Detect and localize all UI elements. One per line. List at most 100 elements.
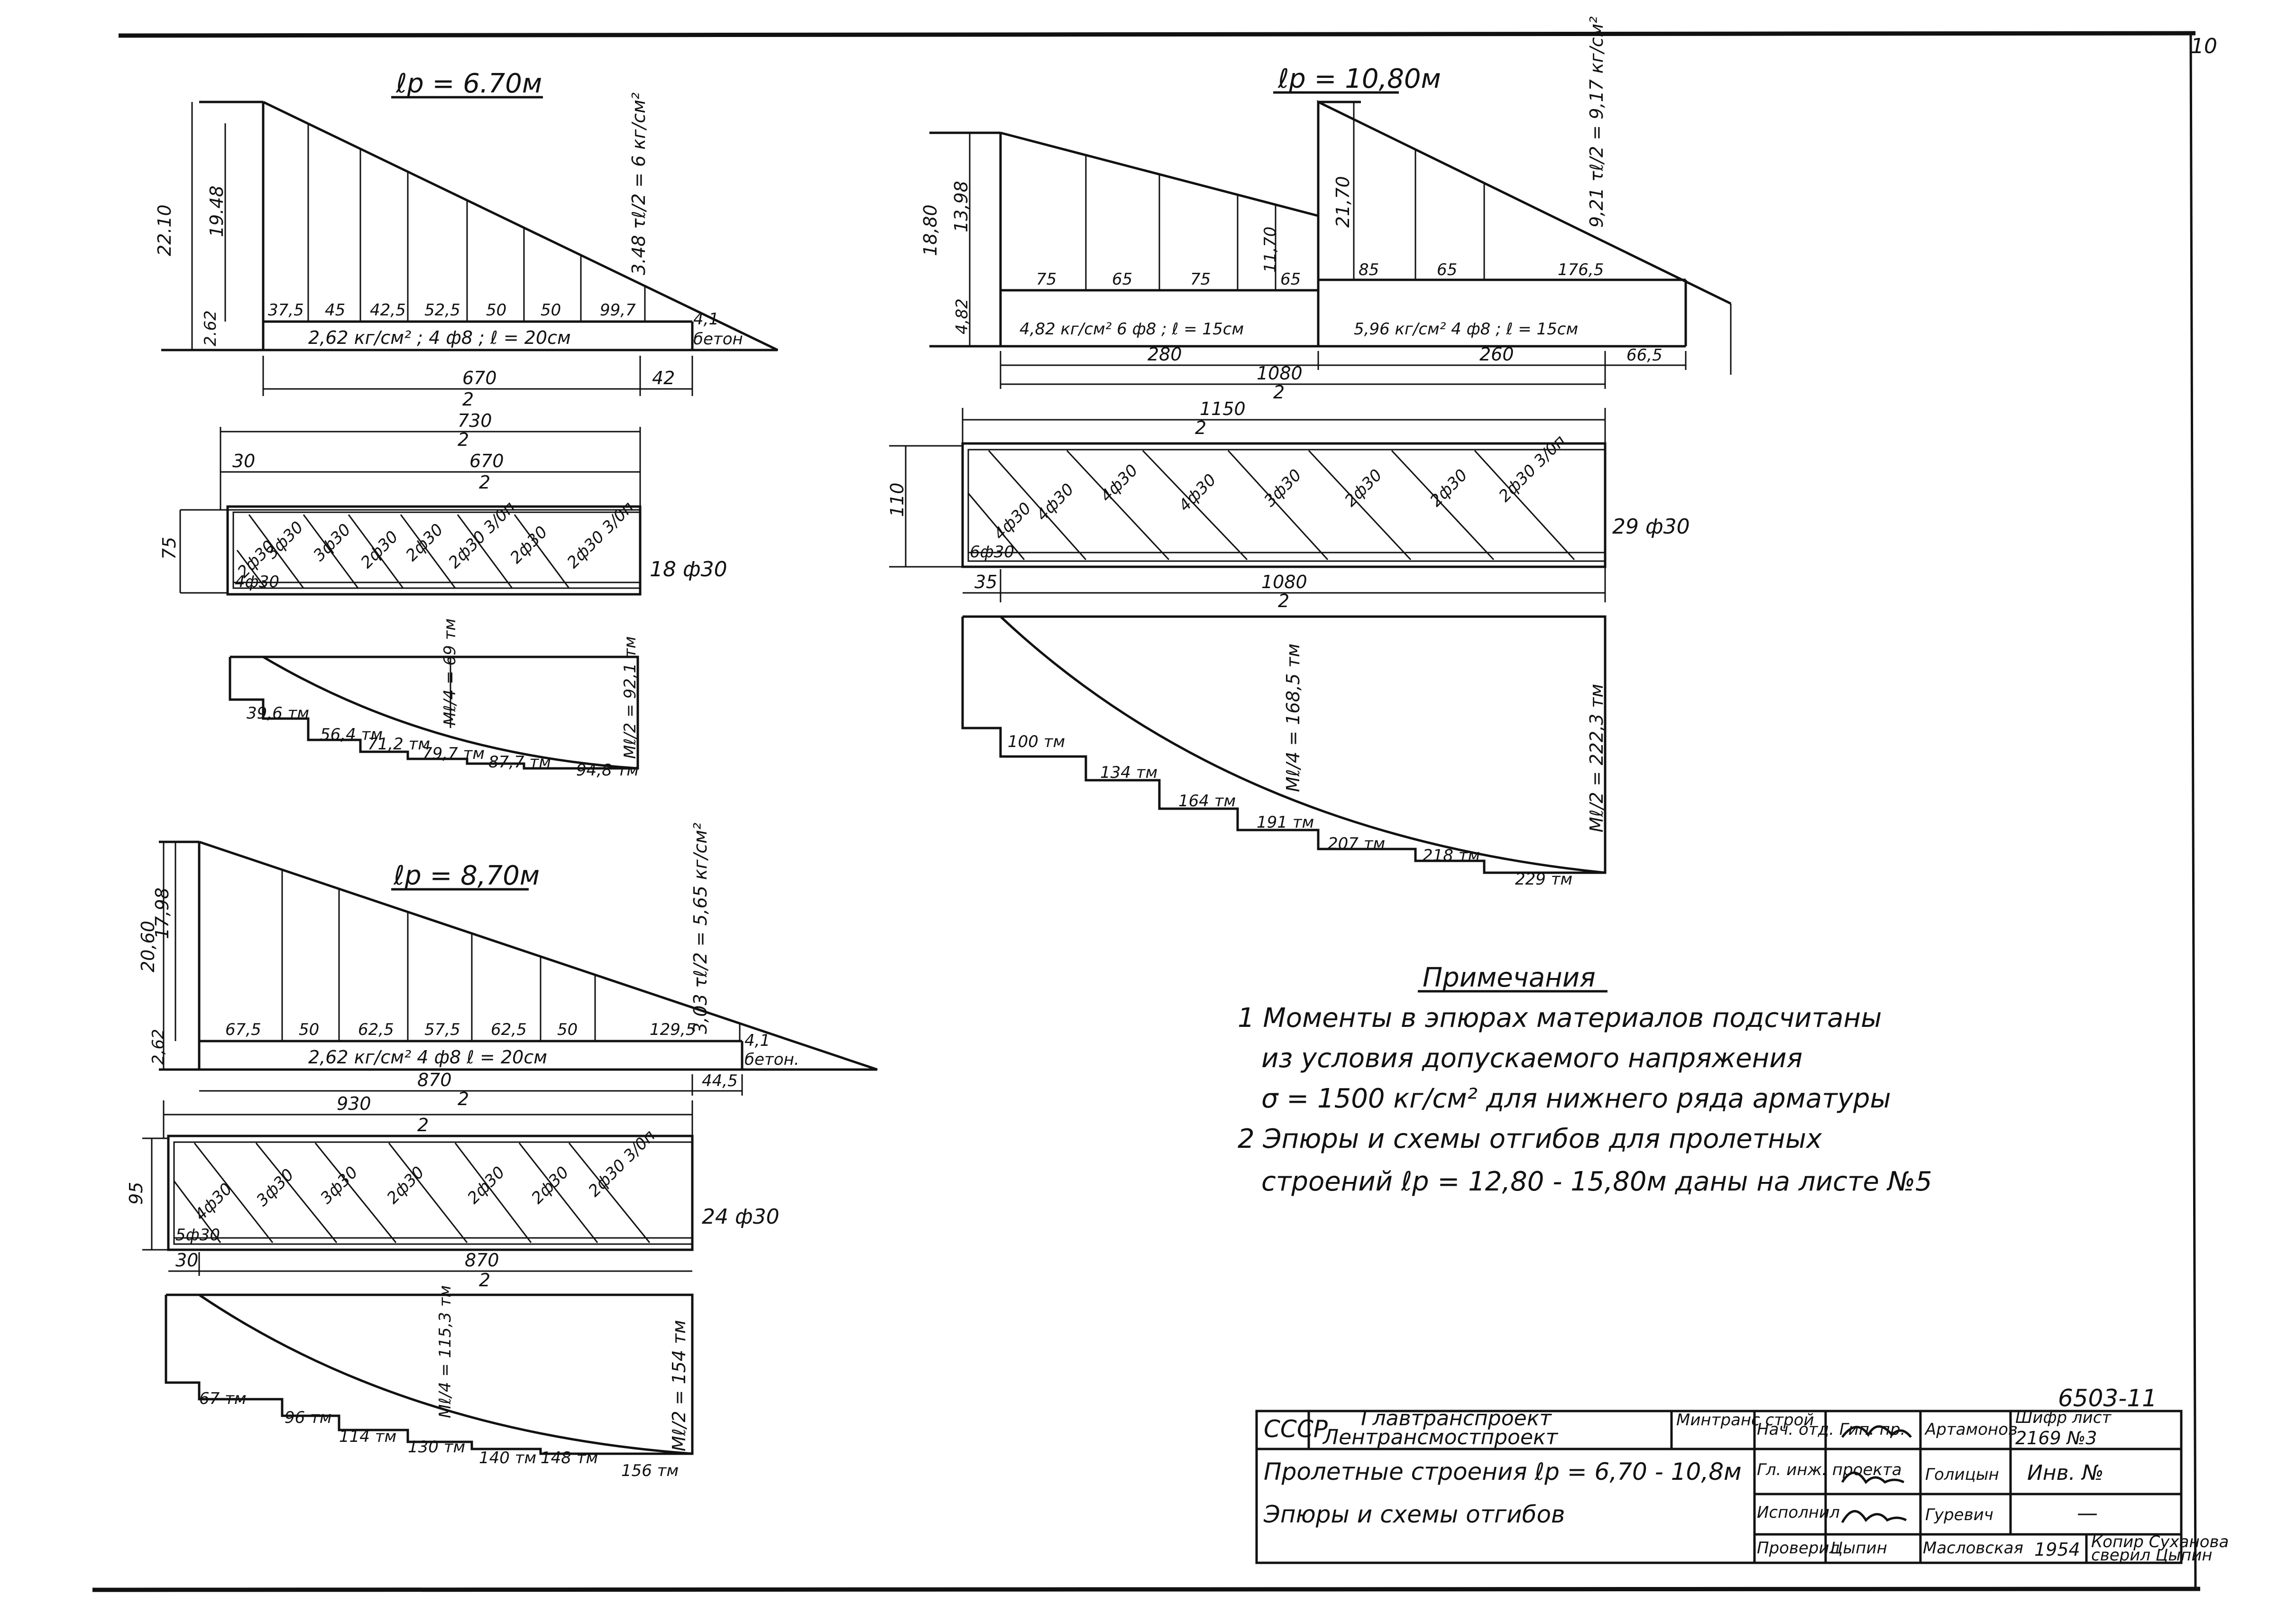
span-870-title: ℓр = 8,70м [393,860,540,891]
title-block: 6503-11 СССР Главтранспроект Лентрансмос… [1255,1384,2229,1565]
span-870-beam-left: 30 [175,1250,198,1271]
span-670-moment: 79,7 тм [422,744,485,763]
span-870-bent-bar [193,1143,274,1243]
span-870-dim-main: 870 [417,1070,452,1090]
span-670-corner-bar: 4ф30 [235,572,279,591]
span-870-bent-bar [388,1143,468,1243]
span-1080-bent-bar [1227,450,1329,561]
span-870-bar-label: 2ф30 [464,1163,509,1208]
span-870-moment: 114 тм [339,1427,396,1446]
span-1080-dim-66: 66,5 [1626,346,1662,365]
span-1080-moment: 134 тм [1100,763,1157,782]
span-870-bar-label: 2ф30 3/0п [585,1126,659,1201]
span-870-corner-bar: 5ф30 [175,1226,220,1245]
span-870-tau: 3,03 τℓ/2 = 5,65 кг/см² [690,823,711,1034]
span-870-beam-inner-half: 2 [479,1270,490,1291]
tb-name: Масловская [1923,1539,2023,1558]
tb-name: Гуревич [1925,1505,1993,1524]
span-1080-beam-inner [967,449,1606,562]
span-670-shear-outline [262,101,779,351]
span-1080-moment: 191 тм [1257,813,1314,832]
tb-inv-label: Инв. № [2027,1461,2103,1485]
span-1080-title: ℓр = 10,80м [1277,64,1441,94]
span-670-beam-height: 75 [159,537,180,560]
span-870-bars-total: 24 ф30 [702,1205,780,1229]
span-670-bar-label: 2ф30 3/0п [563,498,638,572]
tb-role: Проверил [1757,1539,1839,1558]
span-670-dim-half: 2 [462,389,474,410]
tb-signature [1841,1510,1907,1523]
span-670-step: 37,5 [268,301,304,320]
span-870-end-word: бетон. [744,1050,799,1069]
span-870-beam [167,1135,694,1251]
span-870-beam-height: 95 [126,1182,147,1205]
notes-line: 1 Моменты в эпюрах материалов подсчитаны [1238,1003,1882,1033]
span-670-moment: 94,8 тм [576,761,639,780]
span-1080-dim-280: 280 [1148,344,1182,365]
span-870-bent-bar [314,1143,397,1243]
span-870-m-half: Мℓ/2 = 154 тм [669,1320,689,1451]
span-1080-note-left: 4,82 кг/см² 6 ф8 ; ℓ = 15см [1019,320,1244,339]
span-870-bent-bar [454,1143,532,1243]
span-870-beam-total: 930 [337,1093,371,1114]
span-670-beam-total: 730 [458,410,492,431]
tb-role: Исполнил [1757,1503,1840,1522]
span-1080-step-left: 75 [1036,270,1056,289]
span-670-bar-label: 2ф30 3/0п [445,498,519,572]
span-1080-bent-bar [1474,450,1575,561]
span-870-dim-right: 44,5 [702,1071,738,1090]
span-870-moment: 67 тм [199,1389,247,1408]
tb-org2: Лентрансмостпроект [1322,1425,1559,1449]
span-670-base-note: 2,62 кг/см² ; 4 ф8 ; ℓ = 20см [308,327,571,348]
span-670-step: 45 [325,301,345,320]
tb-signature [1841,1471,1905,1484]
tb-signature-text: Цыпин [1830,1539,1887,1558]
tb-title-line2: Эпюры и схемы отгибов [1263,1501,1565,1528]
span-870-bent-bar [568,1143,651,1243]
span-1080-h-left-base: 4,82 [953,298,972,334]
span-1080-moment: 218 тм [1423,846,1480,865]
span-670-moment: 71,2 тм [367,735,430,754]
span-670-step: 50 [541,301,561,320]
span-670-tau: 3.48 τℓ/2 = 6 кг/см² [628,92,649,275]
title-block-frame [1255,1410,2183,1564]
span-670-moment: 39,6 тм [247,704,309,723]
span-670-beam-inner: 670 [469,451,504,471]
span-670-dim-main: 670 [462,368,497,388]
span-1080-beam-inner-dim: 1080 [1261,572,1307,592]
span-1080-step-left: 65 [1112,270,1132,289]
span-1080-h-left-web: 13,98 [951,181,972,232]
tb-name: Артамонов [1924,1420,2018,1439]
span-870-bar-label: 2ф30 [528,1163,573,1208]
span-870-moment-steps [165,1293,694,1455]
span-870-step: 67,5 [225,1020,261,1039]
span-670-moment-curve [262,655,638,770]
notes-line: σ = 1500 кг/см² для нижнего ряда арматур… [1261,1083,1891,1114]
span-670-end-label: 4,1 [693,310,719,329]
span-670-beam-inner-half: 2 [479,472,490,493]
span-1080-beam-height: 110 [887,482,908,517]
span-670-bent-bar [348,514,404,589]
tb-year: 1954 [2034,1539,2080,1560]
span-870-bent-bar [173,1181,221,1243]
span-870-beam-inner-dim: 870 [465,1250,499,1271]
span-670-end-word: бетон [693,330,743,349]
span-870-bar-label: 3ф30 [253,1165,298,1210]
span-670-bent-bar [400,514,456,589]
span-1080-bent-bar [988,450,1087,560]
span-1080-dim-260: 260 [1479,344,1514,365]
span-870-dim-half: 2 [458,1089,469,1109]
span-1080-beam-total: 1150 [1200,398,1246,419]
span-1080-h-left-total: 18,80 [920,204,941,256]
span-1080-bent-bar [1066,450,1170,561]
span-1080-bent-bar [1308,450,1412,561]
span-670-step: 50 [486,301,506,320]
span-870-step: 50 [299,1020,319,1039]
span-870-m-quarter: Мℓ/4 = 115,3 тм [436,1285,455,1418]
span-1080-bar-label: 2ф30 [1341,466,1386,511]
span-1080-dim-1080: 1080 [1257,363,1303,384]
span-670-moment: 56,4 тм [320,725,383,744]
notes-line: из условия допускаемого напряжения [1261,1043,1802,1074]
span-670-step: 42,5 [370,301,406,320]
span-870-height-web: 17,98 [152,887,173,939]
